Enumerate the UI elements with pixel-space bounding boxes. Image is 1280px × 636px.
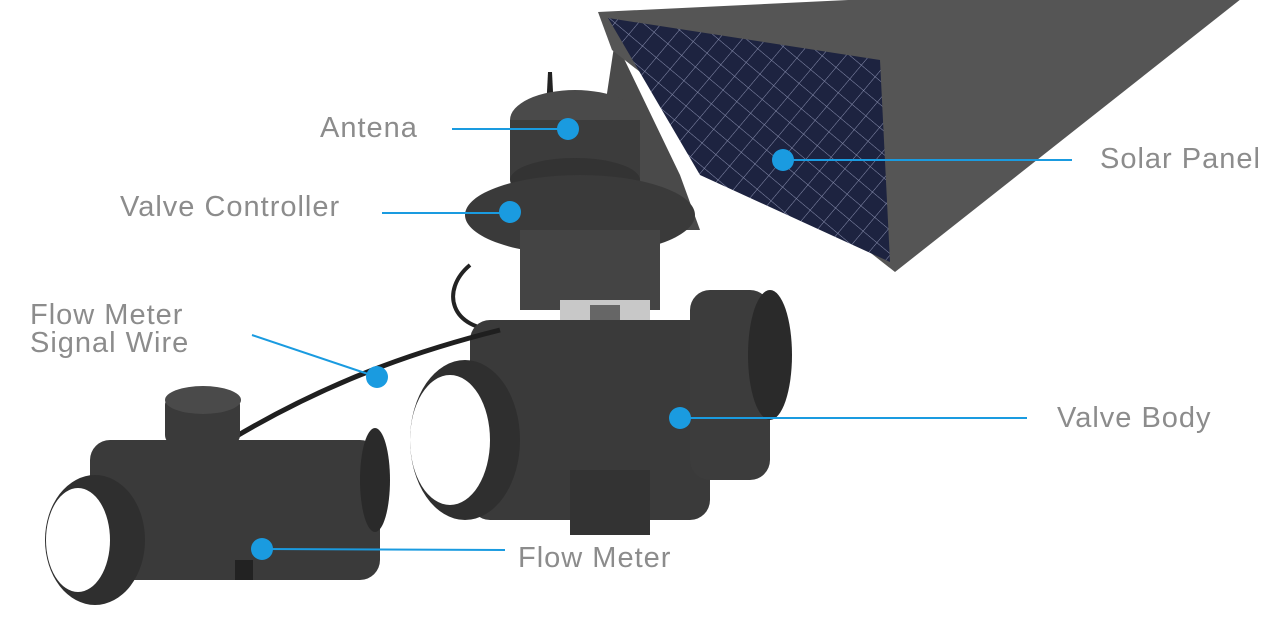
solar-marker-dot (772, 149, 794, 171)
label-valve-body: Valve Body (1057, 402, 1212, 434)
flow-meter-marker-dot (251, 538, 273, 560)
valve-body (410, 290, 792, 535)
flow-meter (45, 386, 390, 605)
controller-marker-dot (499, 201, 521, 223)
wire-leader-line (251, 334, 378, 378)
solar-panel (598, 0, 1240, 272)
label-signal-wire-line2: Signal Wire (30, 327, 190, 359)
antenna-marker-dot (557, 118, 579, 140)
wire-marker-dot (366, 366, 388, 388)
label-valve-controller: Valve Controller (120, 191, 341, 223)
valve-controller (451, 72, 695, 370)
flow-meter-leader-line (261, 548, 506, 551)
label-solar-panel: Solar Panel (1100, 143, 1261, 175)
label-signal-wire-line1: Flow Meter (30, 299, 184, 331)
valve-body-marker-dot (669, 407, 691, 429)
label-antenna: Antena (320, 112, 418, 144)
label-flow-meter: Flow Meter (518, 542, 672, 574)
